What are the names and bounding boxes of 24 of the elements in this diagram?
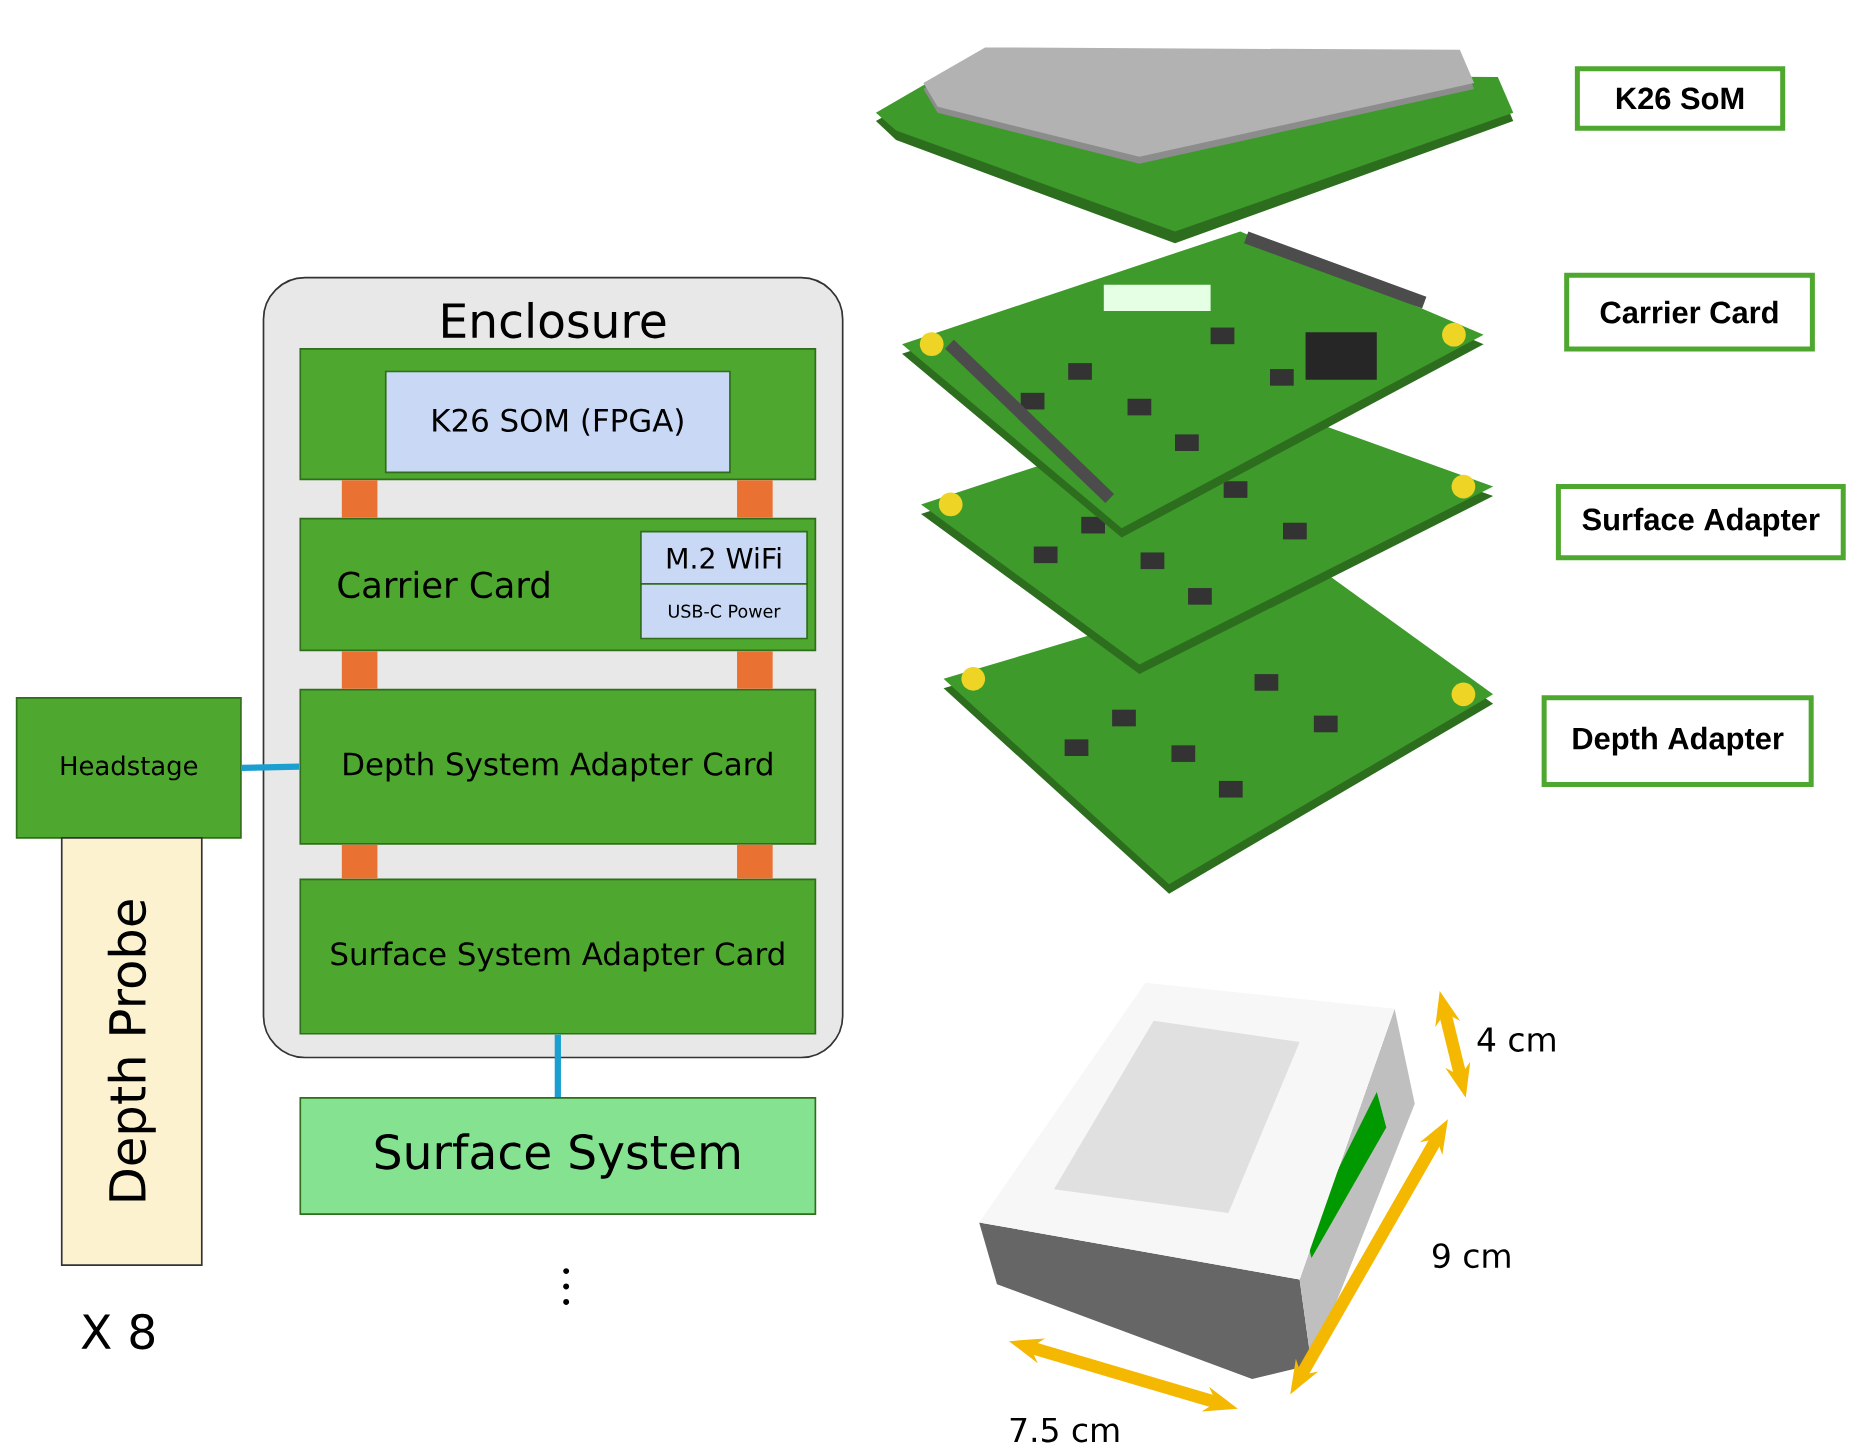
dimension-label: 4 cm bbox=[1477, 1027, 1555, 1052]
count-label: X 8 bbox=[81, 1313, 155, 1350]
label-box: Carrier Card bbox=[1564, 272, 1815, 352]
module-box: M.2 WiFi bbox=[640, 530, 808, 585]
label-box: K26 SoM bbox=[1574, 66, 1786, 131]
board-box: Depth System Adapter Card bbox=[299, 688, 817, 845]
connector bbox=[737, 480, 773, 518]
connector bbox=[341, 844, 378, 879]
system-box: Surface System bbox=[299, 1096, 817, 1215]
connector bbox=[241, 763, 300, 771]
module-box: USB-C Power bbox=[640, 582, 808, 640]
connector bbox=[554, 1034, 561, 1097]
dimension-label: 7.5 cm bbox=[1010, 1417, 1119, 1443]
headstage-box: Headstage bbox=[15, 696, 242, 839]
connector bbox=[737, 844, 773, 879]
connector bbox=[341, 480, 378, 518]
label-box: Depth Adapter bbox=[1541, 695, 1814, 787]
label-box: Surface Adapter bbox=[1555, 483, 1846, 561]
dimension-label: 9 cm bbox=[1433, 1243, 1510, 1268]
probe-box: Depth Probe bbox=[60, 836, 203, 1266]
connector bbox=[341, 651, 378, 689]
connector bbox=[737, 651, 773, 689]
chip-box: K26 SOM (FPGA) bbox=[384, 370, 731, 474]
board-box: Surface System Adapter Card bbox=[299, 878, 817, 1035]
